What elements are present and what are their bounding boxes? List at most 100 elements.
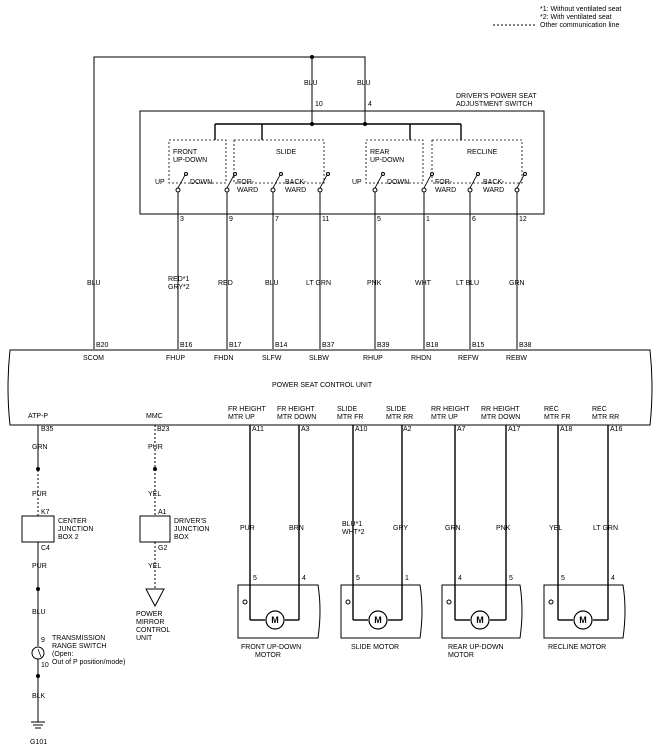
wire-color: BLU — [265, 280, 279, 287]
box-label: JUNCTION — [174, 526, 209, 533]
pin-label: B20 — [96, 342, 109, 349]
mirror-unit-icon — [145, 588, 165, 608]
motor-pin: 5 — [356, 575, 360, 582]
connector-pin: G2 — [158, 545, 167, 552]
drivers-junction-box — [139, 515, 171, 543]
contact-label: WARD — [237, 187, 258, 194]
motor-connector-box — [441, 584, 523, 639]
range-switch-icon — [31, 646, 45, 660]
ground-icon — [31, 721, 45, 729]
switch-pin: 7 — [275, 216, 279, 223]
signal-label: FR HEIGHT — [277, 406, 315, 413]
connector-pin: C4 — [41, 545, 50, 552]
signal-label: MTR RR — [592, 414, 619, 421]
wire-color: LT GRN — [306, 280, 331, 287]
box-label: BOX — [174, 534, 189, 541]
motor-icon — [573, 610, 593, 630]
contact-label: BACK- — [483, 179, 505, 186]
center-junction-box-2 — [21, 515, 55, 543]
top-wire-color-1: BLU — [304, 80, 318, 87]
legend-note-3: Other communication line — [540, 22, 619, 29]
connector-mark — [345, 599, 351, 605]
motor-pin: 4 — [302, 575, 306, 582]
motor-pin: 5 — [561, 575, 565, 582]
connector-pin: A1 — [158, 509, 167, 516]
group-label: REAR — [370, 149, 389, 156]
group-label: FRONT — [173, 149, 198, 156]
motor-pin: 4 — [458, 575, 462, 582]
switch-pin: 11 — [322, 216, 329, 223]
pin-label: B38 — [519, 342, 532, 349]
connector-pin: 10 — [41, 662, 49, 669]
unit-label: MIRROR — [136, 619, 164, 626]
wire-color: RED*1 — [168, 276, 190, 283]
atp-chain: GRN PUR K7 CENTER JUNCTION BOX 2 C4 PUR … — [21, 425, 125, 746]
wire-color: BLK — [32, 693, 46, 700]
wire-color: GRY*2 — [168, 284, 190, 291]
switch-pin: 5 — [377, 216, 381, 223]
switch-label: Out of P position/mode) — [52, 659, 125, 666]
signal-label: SLBW — [309, 355, 329, 362]
motor-symbol: M — [579, 615, 587, 625]
wire-color: BLU*1 — [342, 521, 362, 528]
switch-pin: 9 — [229, 216, 233, 223]
ground-label: G101 — [30, 739, 47, 746]
pin-label: B23 — [157, 426, 170, 433]
group-recline — [431, 139, 523, 184]
signal-label: FHUP — [166, 355, 185, 362]
motor-symbol: M — [374, 615, 382, 625]
top-wire-color-2: BLU — [357, 80, 371, 87]
box-label: DRIVER'S — [174, 518, 207, 525]
switch-title-line1: DRIVER'S POWER SEAT — [456, 93, 537, 100]
signal-label: MTR FR — [544, 414, 570, 421]
motor-recline: M RECLINE MOTOR — [543, 584, 626, 651]
group-slide — [233, 139, 325, 184]
signal-label: REFW — [458, 355, 479, 362]
connector-mark — [446, 599, 452, 605]
signal-label: SLIDE — [337, 406, 358, 413]
motor-label: SLIDE MOTOR — [351, 644, 399, 651]
range-switch-contact — [37, 648, 42, 658]
control-unit-title: POWER SEAT CONTROL UNIT — [272, 382, 373, 389]
feed-wire — [93, 56, 366, 349]
wire-color: GRY — [393, 525, 408, 532]
pin-label: A10 — [355, 426, 368, 433]
motor-label: MOTOR — [255, 652, 281, 659]
seat-adjust-switch: DRIVER'S POWER SEAT ADJUSTMENT SWITCH 10… — [139, 93, 545, 223]
wire-color: YEL — [148, 491, 161, 498]
motor-pin: 5 — [509, 575, 513, 582]
motor-pin: 1 — [405, 575, 409, 582]
switch-contact — [514, 172, 527, 193]
signal-label: MTR UP — [431, 414, 458, 421]
power-seat-control-unit: POWER SEAT CONTROL UNIT SCOM FHUP FHDN S… — [7, 349, 653, 426]
pin-label: A18 — [560, 426, 573, 433]
switch-pin-10: 10 — [315, 101, 323, 108]
wire-color: LT GRN — [593, 525, 618, 532]
pin-label: B14 — [275, 342, 288, 349]
connector-mark — [242, 599, 248, 605]
signal-label: FHDN — [214, 355, 233, 362]
signal-label: MTR UP — [228, 414, 255, 421]
bus-dot — [310, 122, 314, 126]
signal-label: ATP-P — [28, 413, 48, 420]
contact-label: DOWN — [190, 179, 212, 186]
pin-label: B35 — [41, 426, 54, 433]
wire-color: PNK — [496, 525, 511, 532]
lower-pins: B35 B23 A11 A3 A10 A2 A7 A17 A18 A16 — [41, 426, 623, 433]
group-label: UP-DOWN — [173, 157, 207, 164]
wire-color: BLU — [87, 280, 101, 287]
switch-contact — [372, 172, 385, 193]
pin-label: B37 — [322, 342, 335, 349]
pin-label: B15 — [472, 342, 485, 349]
motor-symbol: M — [271, 615, 279, 625]
wire-color: RED — [218, 280, 233, 287]
signal-label: SLFW — [262, 355, 282, 362]
motor-label: FRONT UP-DOWN — [241, 644, 301, 651]
pin-label: B39 — [377, 342, 390, 349]
wire-color: PNK — [367, 280, 382, 287]
pin-label: B17 — [229, 342, 242, 349]
connector-dot — [36, 587, 40, 591]
switch-pin: 12 — [519, 216, 527, 223]
signal-label: REC — [544, 406, 559, 413]
